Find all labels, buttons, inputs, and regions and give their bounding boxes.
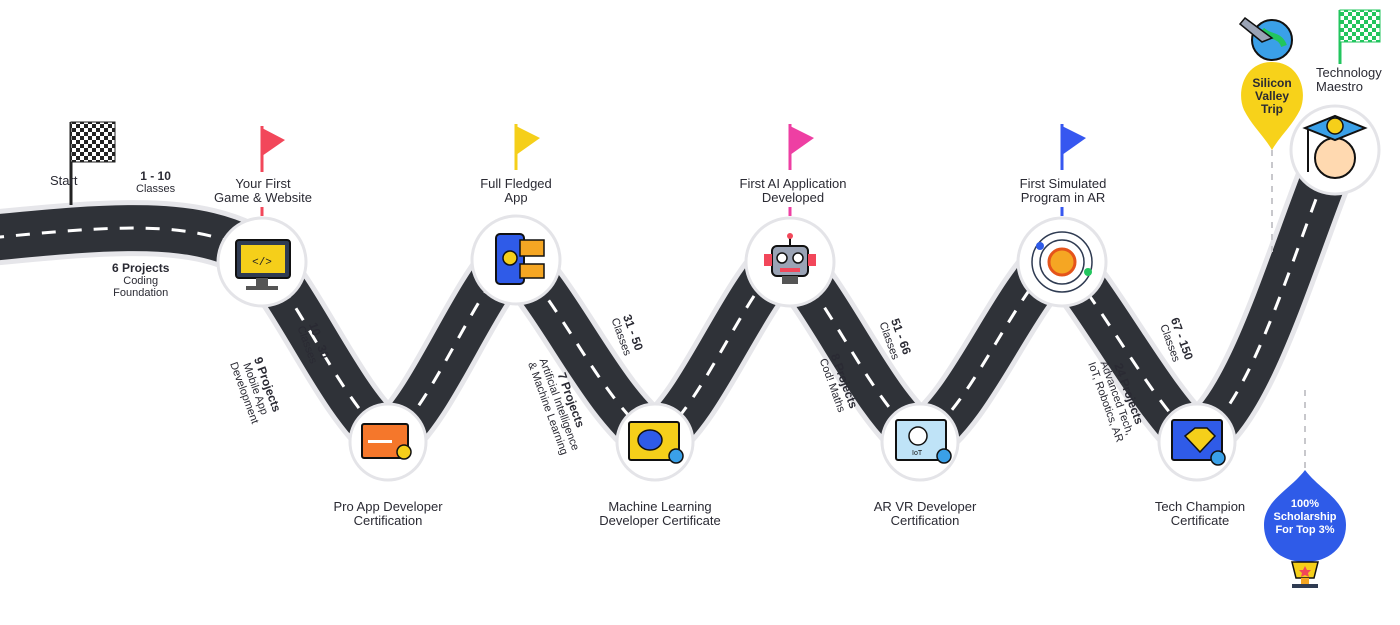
scholarship-badge: 100% Scholarship For Top 3% [1265,498,1345,537]
milestone-line1: Machine Learning [608,499,712,514]
scholarship-line3: For Top 3% [1275,524,1335,536]
segment-unit: Classes [136,183,176,195]
trip-line3: Trip [1260,102,1283,116]
segment-projects: 6 Projects [112,261,170,275]
iot-certificate-icon: IoT [880,402,960,482]
milestone-line1: Tech Champion [1154,499,1246,514]
road [0,122,1363,476]
milestone-pro-app-cert: Pro App Developer Certification [308,500,468,528]
segment-range-1: 1 - 10 Classes [136,170,175,195]
computer-code-icon: </> [216,216,308,308]
trophy-icon [1291,561,1319,588]
milestone-line2: Developed [761,190,825,205]
graduate-icon [1289,104,1381,196]
milestone-full-app: Full Fledged App [456,177,576,205]
milestone-line2: Developer Certificate [599,513,721,528]
scholarship-badge-shape [1264,470,1346,562]
solar-system-icon [1016,216,1108,308]
svg-text:</>: </> [252,257,272,269]
red-flag-icon [260,126,285,216]
milestone-line1: First AI Application [739,176,847,191]
milestone-line2: Certification [890,513,960,528]
milestone-line2: Certificate [1170,513,1230,528]
milestone-line2: Game & Website [213,190,313,205]
segment-desc1: Coding [123,275,159,287]
trip-badge-shape [1241,62,1303,150]
yellow-flag-icon [514,124,540,170]
finish-line1: Technology [1316,65,1382,80]
milestone-line1: First Simulated [1019,176,1107,191]
milestone-line1: Your First [235,176,291,191]
milestone-tech-champion: Tech Champion Certificate [1125,500,1275,528]
checkered-flag-icon [69,121,116,205]
green-checkered-flag-icon [1338,9,1381,64]
svg-text:IoT: IoT [912,450,923,457]
segment-range: 1 - 10 [140,169,171,183]
start-label: Start [50,173,78,188]
scholarship-line2: Scholarship [1273,511,1337,523]
milestone-arvr-cert: AR VR Developer Certification [845,500,1005,528]
milestone-line2: App [504,190,528,205]
pink-flag-icon [788,124,814,216]
blue-flag-icon [1060,124,1086,216]
finish-line2: Maestro [1316,79,1363,94]
milestone-line1: Full Fledged [480,176,552,191]
milestone-game-website: Your First Game & Website [198,177,328,205]
milestone-line2: Certification [353,513,423,528]
milestone-line1: AR VR Developer [873,499,977,514]
scholarship-line1: 100% [1290,498,1320,510]
milestone-ml-cert: Machine Learning Developer Certificate [575,500,745,528]
milestone-ar-program: First Simulated Program in AR [998,177,1128,205]
milestone-line2: Program in AR [1020,190,1106,205]
finish-label: Technology Maestro [1316,66,1382,94]
trip-badge: Silicon Valley Trip [1242,77,1302,116]
segment-desc2: Foundation [113,287,169,299]
milestone-ai-app: First AI Application Developed [718,177,868,205]
mobile-app-icon [470,214,562,306]
brain-certificate-icon [615,402,695,482]
segment-projects-1: 6 Projects Coding Foundation [112,262,169,299]
trip-line1: Silicon [1252,76,1292,90]
diamond-certificate-icon [1157,402,1237,482]
trip-line2: Valley [1254,89,1290,103]
airplane-globe-icon [1238,16,1293,61]
robot-icon [744,216,836,308]
certificate-icon [348,402,428,482]
milestone-line1: Pro App Developer [333,499,443,514]
